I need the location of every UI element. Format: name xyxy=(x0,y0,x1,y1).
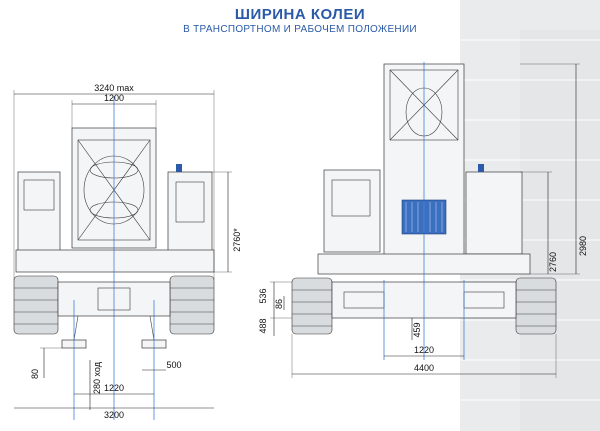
dim-536: 536 xyxy=(258,288,268,303)
dim-2760: 2760 xyxy=(548,252,558,272)
diagram-subtitle: В ТРАНСПОРТНОМ И РАБОЧЕМ ПОЛОЖЕНИИ xyxy=(183,24,417,35)
dim-1200: 1200 xyxy=(104,93,124,103)
dim-1220-right: 1220 xyxy=(414,345,434,355)
dim-80: 80 xyxy=(30,369,40,379)
dim-4400: 4400 xyxy=(414,363,434,373)
diagram-title: ШИРИНА КОЛЕИ xyxy=(234,6,366,23)
dim-280-stroke: 280 ход xyxy=(92,361,102,394)
dim-459: 459 xyxy=(412,322,422,337)
dim-3240: 3240 max xyxy=(94,83,134,93)
dim-500: 500 xyxy=(166,360,181,370)
dim-2980: 2980 xyxy=(578,236,588,256)
right-dimensions xyxy=(270,63,580,378)
dim-86: 86 xyxy=(274,299,284,309)
dim-1220-left: 1220 xyxy=(104,383,124,393)
dim-3200: 3200 xyxy=(104,410,124,420)
left-dimensions xyxy=(13,90,232,410)
dim-2760-star: 2760* xyxy=(232,228,242,252)
dim-488: 488 xyxy=(258,318,268,333)
